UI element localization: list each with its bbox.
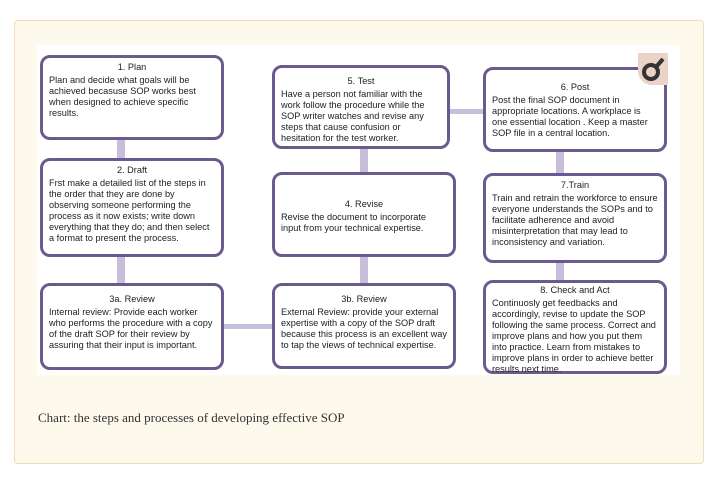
step-text: Internal review: Provide each worker who… [49,307,213,350]
figure-caption: Chart: the steps and processes of develo… [38,410,345,425]
connector [224,324,272,329]
step-text: Train and retrain the workforce to ensur… [492,193,658,247]
zoom-icon[interactable] [638,53,668,85]
step-text: Plan and decide what goals will be achie… [49,75,196,118]
step-title: 1. Plan [117,62,147,72]
connector [117,257,125,283]
step-title: 6. Post [560,82,590,92]
step-text: External Review: provide your external e… [281,307,447,350]
step-text: Revise the document to incorporate input… [281,212,427,233]
step-title: 7.Train [560,180,590,190]
step-text: Have a person not familiar with the work… [281,89,425,143]
step-text: Post the final SOP document in appropria… [492,95,648,138]
connector [117,140,125,158]
connector [556,263,564,280]
step-title: 2. Draft [116,165,148,175]
connector [556,152,564,173]
connector [450,109,483,114]
connector [360,257,368,283]
connector [360,149,368,172]
step-title: 4. Revise [344,199,384,209]
step-title: 5. Test [347,76,375,86]
step-text: Frst make a detailed list of the steps i… [49,178,210,243]
step-title: 8. Check and Act [540,285,610,295]
step-title: 3b. Review [341,294,387,304]
step-title: 3a. Review [109,294,155,304]
step-text: Continuosly get feedbacks and accordingl… [492,298,656,374]
